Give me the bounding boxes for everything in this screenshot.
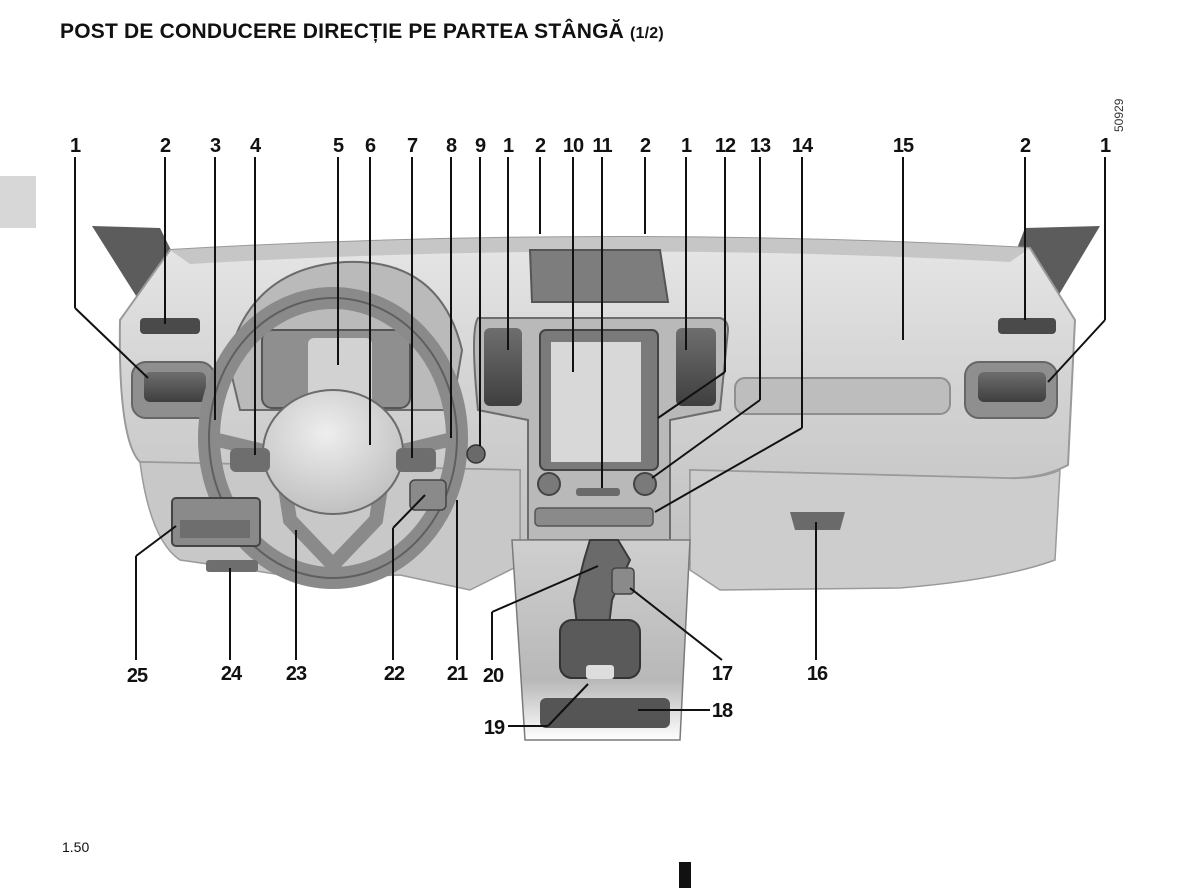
- figure-reference-code: 50929: [1112, 98, 1126, 132]
- chapter-tab: [0, 176, 36, 228]
- right-side-vent-louvres: [978, 372, 1046, 402]
- steering-wheel-rim-outline: [208, 297, 458, 579]
- steering-wheel-hub: [262, 389, 404, 515]
- callout-18: 18: [712, 700, 733, 722]
- instrument-display: [308, 338, 372, 404]
- page-title: POST DE CONDUCERE DIRECȚIE PE PARTEA STÂ…: [60, 20, 664, 44]
- callout-12: 12: [715, 135, 736, 157]
- callout-11: 11: [592, 135, 612, 157]
- callout-2: 2: [535, 135, 546, 157]
- callout-25: 25: [127, 665, 148, 687]
- console-storage: [540, 698, 670, 728]
- callout-7: 7: [407, 135, 418, 157]
- callout-8: 8: [446, 135, 457, 157]
- callout-labels: 1 2 3 4 5 6 7 8 9 1 2 10 11 2 1 12 13 14…: [70, 135, 1112, 739]
- left-spoke-controls: [230, 448, 270, 472]
- callout-9: 9: [475, 135, 486, 157]
- callout-13: 13: [750, 135, 771, 157]
- start-button: [466, 444, 486, 464]
- callout-1: 1: [1100, 135, 1111, 157]
- multimedia-screen: [551, 342, 641, 462]
- callout-22: 22: [384, 663, 405, 685]
- callout-21: 21: [447, 663, 468, 685]
- callout-2: 2: [1020, 135, 1031, 157]
- page-edge-mark: [679, 862, 691, 888]
- callout-1: 1: [70, 135, 81, 157]
- callout-2: 2: [160, 135, 171, 157]
- gear-button: [586, 665, 614, 679]
- callout-5: 5: [333, 135, 344, 157]
- callout-10: 10: [563, 135, 584, 157]
- callout-16: 16: [807, 663, 828, 685]
- glovebox: [689, 468, 1061, 591]
- right-control-knob: [633, 472, 657, 496]
- left-demist-vent: [140, 318, 200, 334]
- callout-leaders: [74, 157, 1106, 727]
- centre-right-vent: [676, 328, 716, 406]
- left-control-knob: [537, 472, 561, 496]
- callout-19: 19: [484, 717, 505, 739]
- page-number: 1.50: [62, 839, 90, 855]
- figure-reference: 50929: [1112, 98, 1126, 132]
- right-demist-vent: [998, 318, 1056, 334]
- callout-14: 14: [792, 135, 814, 157]
- callout-20: 20: [483, 665, 504, 687]
- glovebox-handle: [790, 512, 845, 530]
- right-spoke-controls: [396, 448, 436, 472]
- lower-left-switch: [206, 560, 258, 572]
- callout-1: 1: [503, 135, 514, 157]
- title-part: (1/2): [630, 25, 664, 42]
- callout-24: 24: [221, 663, 243, 685]
- climate-control-panel: [534, 507, 654, 527]
- left-side-vent-louvres: [144, 372, 206, 402]
- callout-17: 17: [712, 663, 733, 685]
- left-switch-row: [180, 520, 250, 538]
- callout-1: 1: [681, 135, 692, 157]
- centre-left-vent: [484, 328, 522, 406]
- callout-3: 3: [210, 135, 221, 157]
- callout-2: 2: [640, 135, 651, 157]
- console-switch: [611, 567, 635, 595]
- callout-6: 6: [365, 135, 376, 157]
- passenger-dash-trim: [734, 377, 951, 415]
- callout-23: 23: [286, 663, 307, 685]
- callout-15: 15: [893, 135, 914, 157]
- title-main: POST DE CONDUCERE DIRECȚIE PE PARTEA STÂ…: [60, 20, 624, 43]
- callout-4: 4: [250, 135, 262, 157]
- dash-top-display: [528, 249, 670, 303]
- centre-switch-strip: [576, 488, 620, 496]
